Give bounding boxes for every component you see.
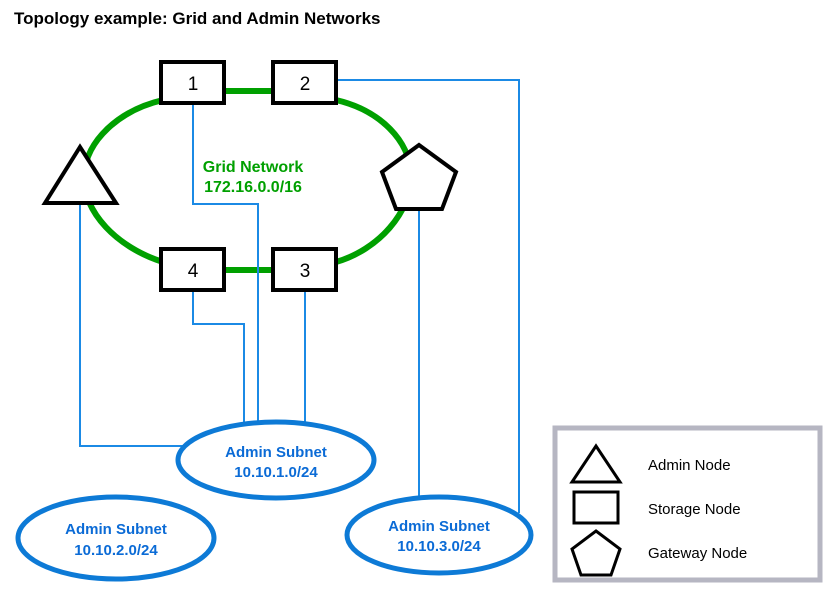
node-2-shape[interactable] (271, 60, 338, 105)
connector-node2-to-admin-subnet-3 (336, 79, 520, 513)
admin-subnet-2[interactable]: Admin Subnet 10.10.2.0/24 (15, 494, 217, 582)
legend-rectangle-icon (572, 490, 620, 525)
legend-item-admin-node: Admin Node (569, 443, 731, 484)
admin-subnet-2-cidr: 10.10.2.0/24 (74, 542, 158, 559)
admin-subnet-1[interactable]: Admin Subnet 10.10.1.0/24 (175, 419, 377, 501)
node-2[interactable]: 2 (271, 60, 338, 105)
grid-network-cidr: 172.16.0.0/16 (204, 179, 302, 196)
node-1-label: 1 (188, 74, 199, 95)
admin-subnet-3-shape[interactable] (344, 494, 534, 576)
node-1[interactable]: 1 (159, 60, 226, 105)
node-3[interactable]: 3 (271, 247, 338, 292)
grid-network-name: Grid Network (203, 159, 304, 176)
node-2-label: 2 (300, 74, 311, 95)
admin-subnet-3-cidr: 10.10.3.0/24 (397, 538, 481, 555)
legend: Admin Node Storage Node Gateway Node (552, 425, 823, 583)
triangle-icon[interactable] (41, 143, 120, 205)
legend-item-gateway-node: Gateway Node (570, 529, 747, 577)
admin-subnet-1-shape[interactable] (175, 419, 377, 501)
legend-triangle-icon (569, 443, 623, 484)
admin-subnet-2-shape[interactable] (15, 494, 217, 582)
admin-subnet-1-cidr: 10.10.1.0/24 (234, 464, 318, 481)
legend-label-storage-node: Storage Node (648, 501, 741, 518)
admin-subnet-2-name: Admin Subnet (65, 521, 167, 538)
gateway-node[interactable] (379, 142, 459, 211)
node-3-label: 3 (300, 261, 311, 282)
admin-node[interactable] (41, 143, 120, 205)
page-title: Topology example: Grid and Admin Network… (14, 9, 381, 28)
legend-pentagon-icon (570, 529, 622, 577)
admin-subnet-3[interactable]: Admin Subnet 10.10.3.0/24 (344, 494, 534, 576)
node-4-label: 4 (188, 261, 199, 282)
connector-node4-to-admin-subnet-1 (192, 291, 245, 455)
node-1-shape[interactable] (159, 60, 226, 105)
pentagon-icon[interactable] (379, 142, 459, 211)
legend-label-admin-node: Admin Node (648, 457, 731, 474)
legend-label-gateway-node: Gateway Node (648, 545, 747, 562)
node-4-shape[interactable] (159, 247, 226, 292)
connector-node1-to-admin-subnet-1 (192, 103, 259, 448)
admin-subnet-1-name: Admin Subnet (225, 444, 327, 461)
grid-network-label: Grid Network 172.16.0.0/16 (203, 159, 304, 196)
legend-item-storage-node: Storage Node (572, 490, 741, 525)
connector-admin-node-to-admin-subnet-1 (79, 203, 186, 447)
node-3-shape[interactable] (271, 247, 338, 292)
admin-subnet-3-name: Admin Subnet (388, 518, 490, 535)
admin-network-connectors (79, 79, 520, 513)
node-4[interactable]: 4 (159, 247, 226, 292)
